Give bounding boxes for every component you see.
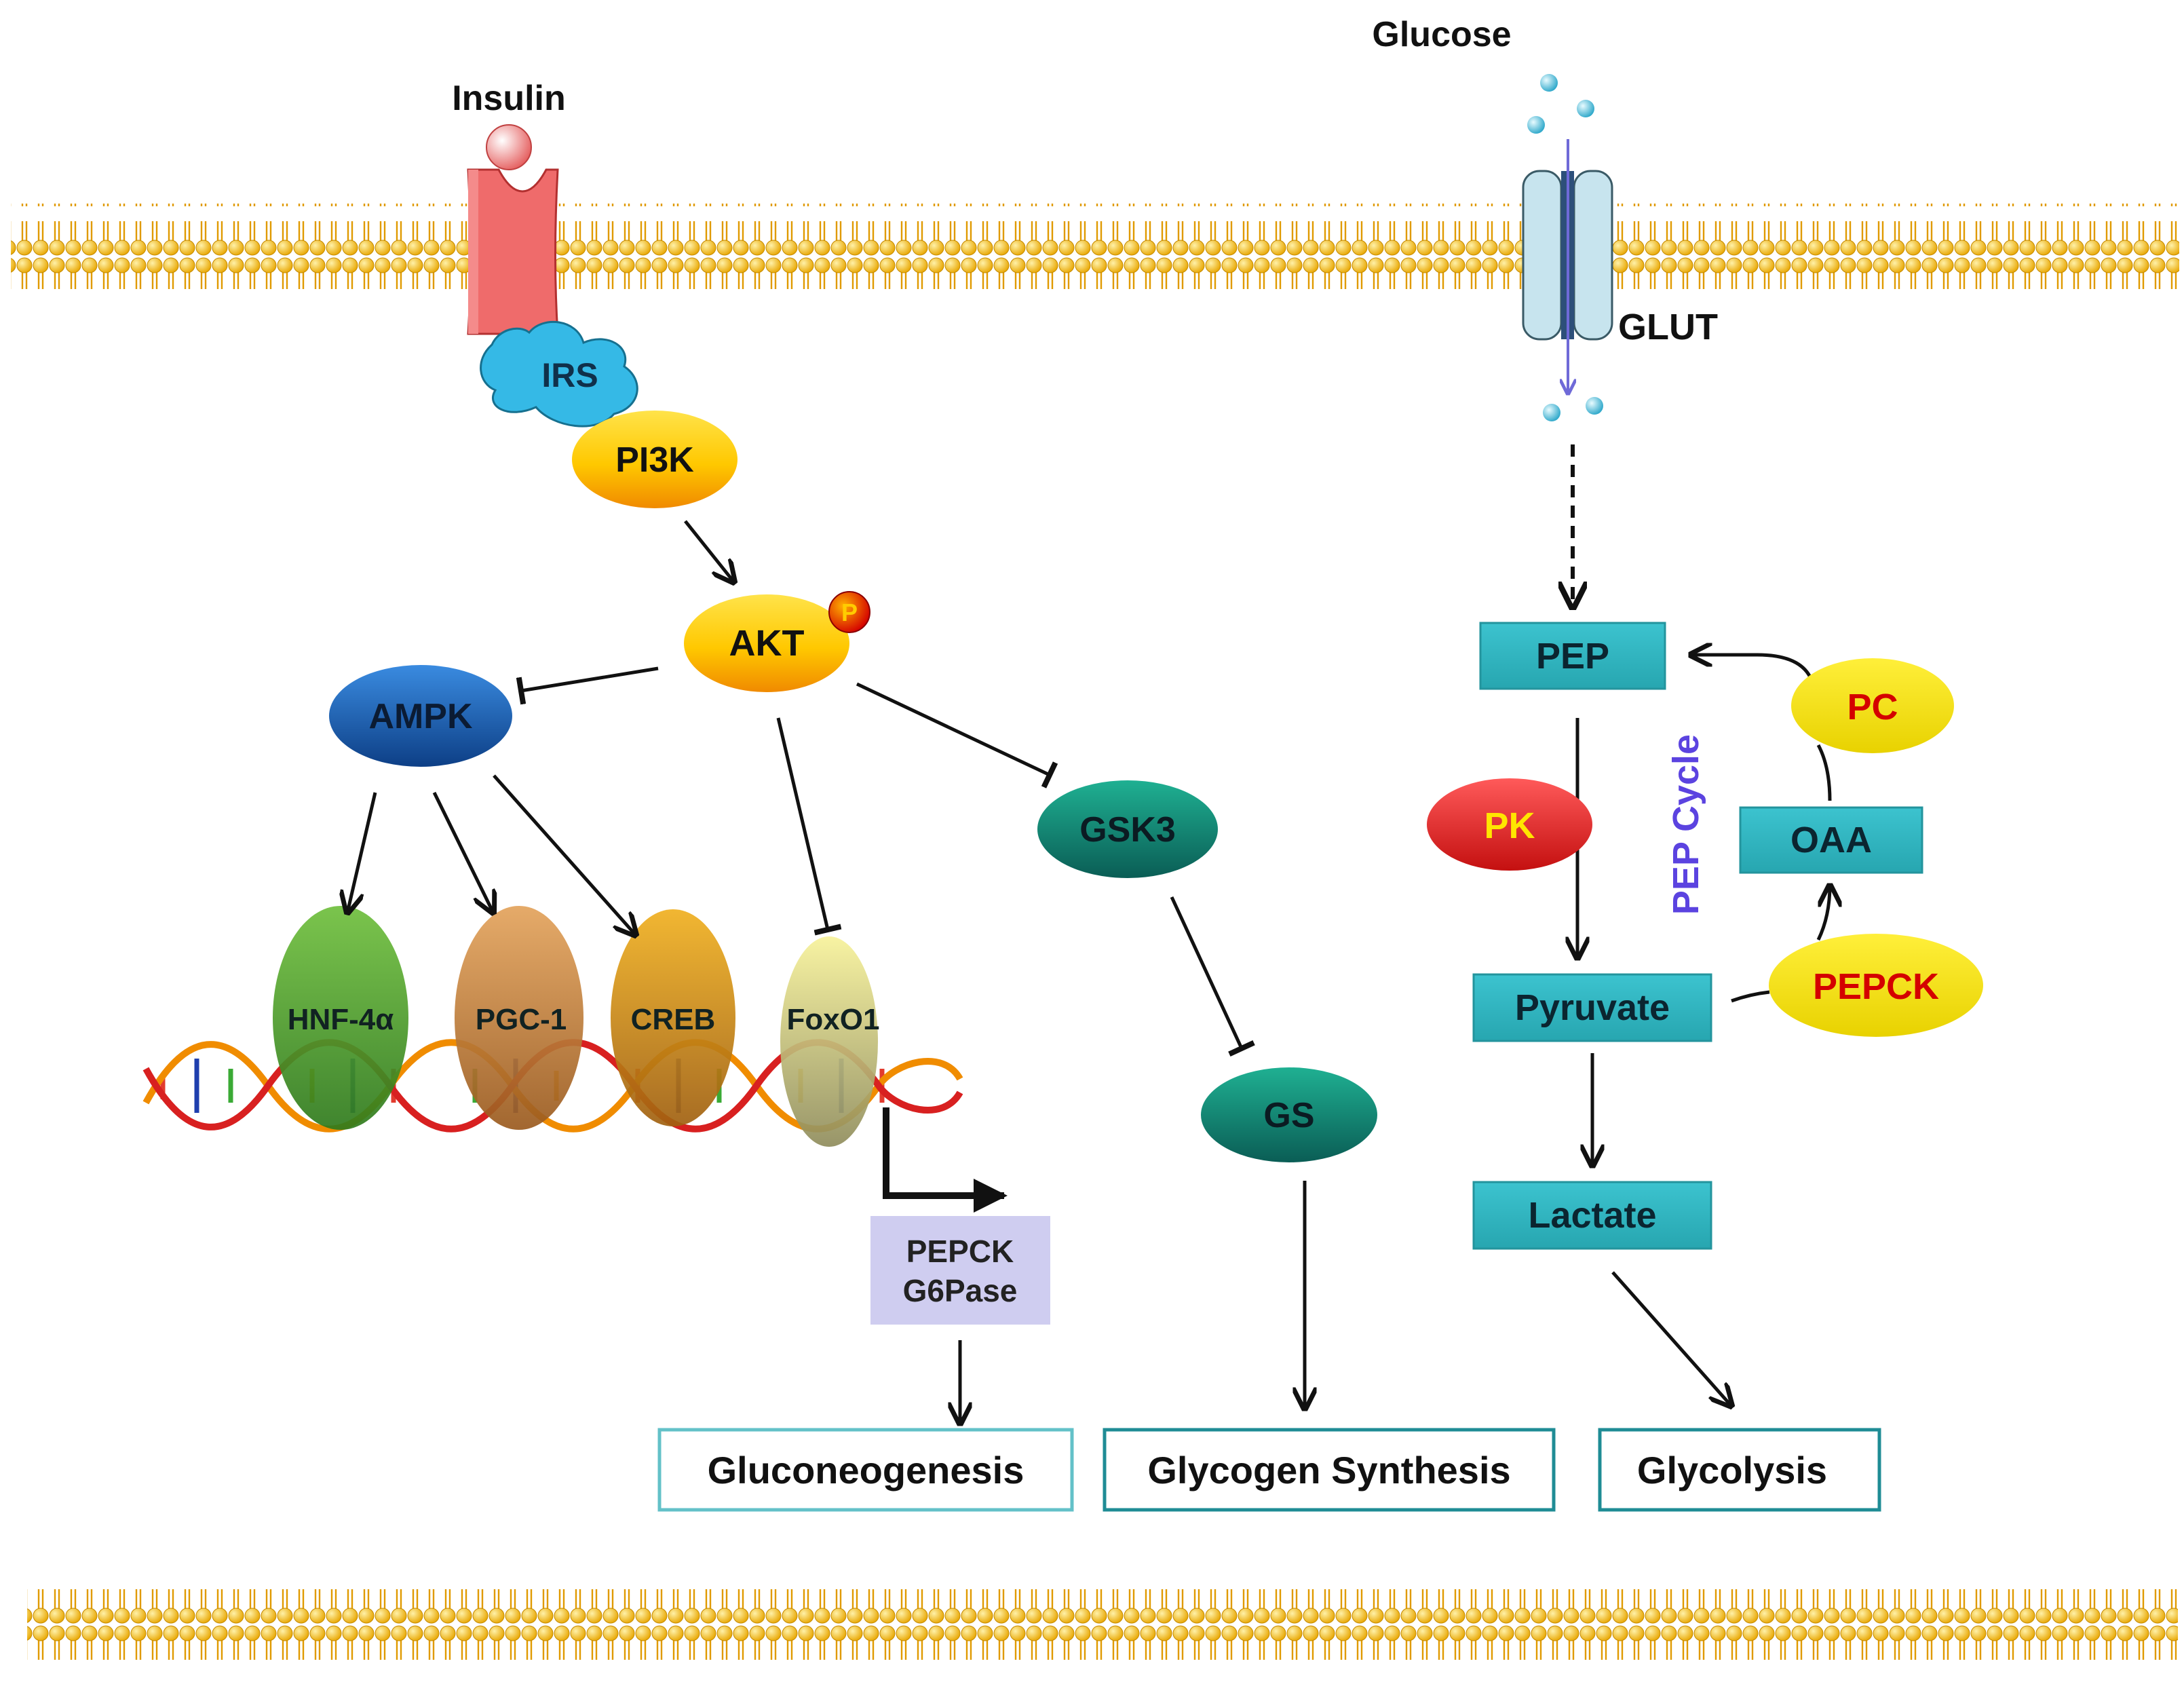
irs-protein	[480, 321, 638, 428]
lactate-box	[1472, 1181, 1712, 1250]
pi3k-label: PI3K	[615, 440, 694, 480]
foxo1-factor	[780, 936, 878, 1147]
glucose-label: Glucose	[1372, 15, 1511, 54]
pk-enzyme	[1427, 778, 1592, 871]
hnf4a-label: HNF-4α	[288, 1003, 394, 1036]
creb-label: CREB	[631, 1003, 716, 1036]
pyruvate-label: Pyruvate	[1515, 987, 1670, 1028]
gs-node	[1201, 1067, 1377, 1162]
lactate-to-glycolysis-arrow	[1611, 1271, 1731, 1406]
pep-cycle-label: PEP Cycle	[1666, 734, 1706, 915]
ampk-label: AMPK	[368, 697, 473, 736]
pi3k-node	[572, 411, 737, 508]
gluconeogenesis-label: Gluconeogenesis	[708, 1449, 1024, 1492]
glycolysis-box	[1598, 1428, 1881, 1512]
pi3k-to-akt-arrow	[684, 520, 734, 582]
insulin-label: Insulin	[452, 79, 566, 118]
pc-to-pep-arrow	[1691, 655, 1815, 685]
oaa-to-pc-connector	[1816, 744, 1832, 801]
ampk-to-pgc1-arrow	[432, 791, 493, 913]
pepck-enzyme	[1769, 934, 1983, 1037]
foxo1-label: FoxO1	[787, 1003, 880, 1036]
oaa-label: OAA	[1790, 820, 1872, 860]
irs-label: IRS	[541, 356, 598, 394]
pgc1-label: PGC-1	[476, 1003, 567, 1036]
gluconeogenesis-box	[657, 1428, 1074, 1512]
oaa-box	[1739, 806, 1923, 874]
gs-label: GS	[1263, 1096, 1314, 1135]
akt-label: AKT	[729, 623, 805, 664]
akt-inhibits-foxo1	[776, 717, 842, 936]
insulin-molecule	[486, 124, 532, 170]
glucose-molecules	[1527, 74, 1603, 421]
transcription-arrow	[883, 1107, 1008, 1213]
glycolysis-label: Glycolysis	[1637, 1449, 1827, 1492]
pyruvate-to-pepck-connector	[1731, 990, 1770, 1003]
insulin-receptor	[467, 168, 559, 335]
plasma-membrane-bottom	[27, 1581, 2178, 1667]
phospho-label: P	[841, 598, 858, 626]
pc-label: PC	[1847, 687, 1898, 727]
ampk-to-hnf4a-arrow	[347, 792, 377, 913]
pk-label: PK	[1484, 805, 1535, 846]
creb-factor	[611, 909, 735, 1126]
akt-inhibits-gsk3	[856, 682, 1058, 788]
target-gene-g6pase: G6Pase	[903, 1273, 1018, 1308]
gsk3-node	[1037, 780, 1218, 878]
pc-enzyme	[1791, 658, 1954, 753]
pepck-to-oaa-arrow	[1816, 886, 1830, 941]
lactate-label: Lactate	[1528, 1195, 1656, 1236]
glut-transporter	[1522, 170, 1613, 341]
pep-label: PEP	[1536, 636, 1609, 677]
pyruvate-box	[1472, 973, 1712, 1042]
target-gene-pepck: PEPCK	[906, 1234, 1014, 1269]
ampk-node	[329, 665, 512, 767]
gsk3-label: GSK3	[1079, 810, 1176, 850]
glycogen-synthesis-box	[1103, 1428, 1556, 1512]
ampk-to-creb-arrow	[493, 774, 636, 935]
phosphorylation-icon	[828, 591, 870, 633]
plasma-membrane-top	[11, 204, 2179, 289]
gsk3-inhibits-gs	[1170, 896, 1255, 1057]
pgc1-factor	[455, 906, 583, 1130]
glycogen-synthesis-label: Glycogen Synthesis	[1147, 1449, 1510, 1492]
pep-box	[1479, 622, 1666, 690]
pepck-enzyme-label: PEPCK	[1813, 966, 1939, 1007]
target-genes-box	[870, 1216, 1050, 1325]
glut-label: GLUT	[1618, 307, 1718, 347]
akt-node	[684, 594, 849, 692]
akt-inhibits-ampk	[516, 666, 659, 705]
hnf4a-factor	[273, 906, 408, 1130]
